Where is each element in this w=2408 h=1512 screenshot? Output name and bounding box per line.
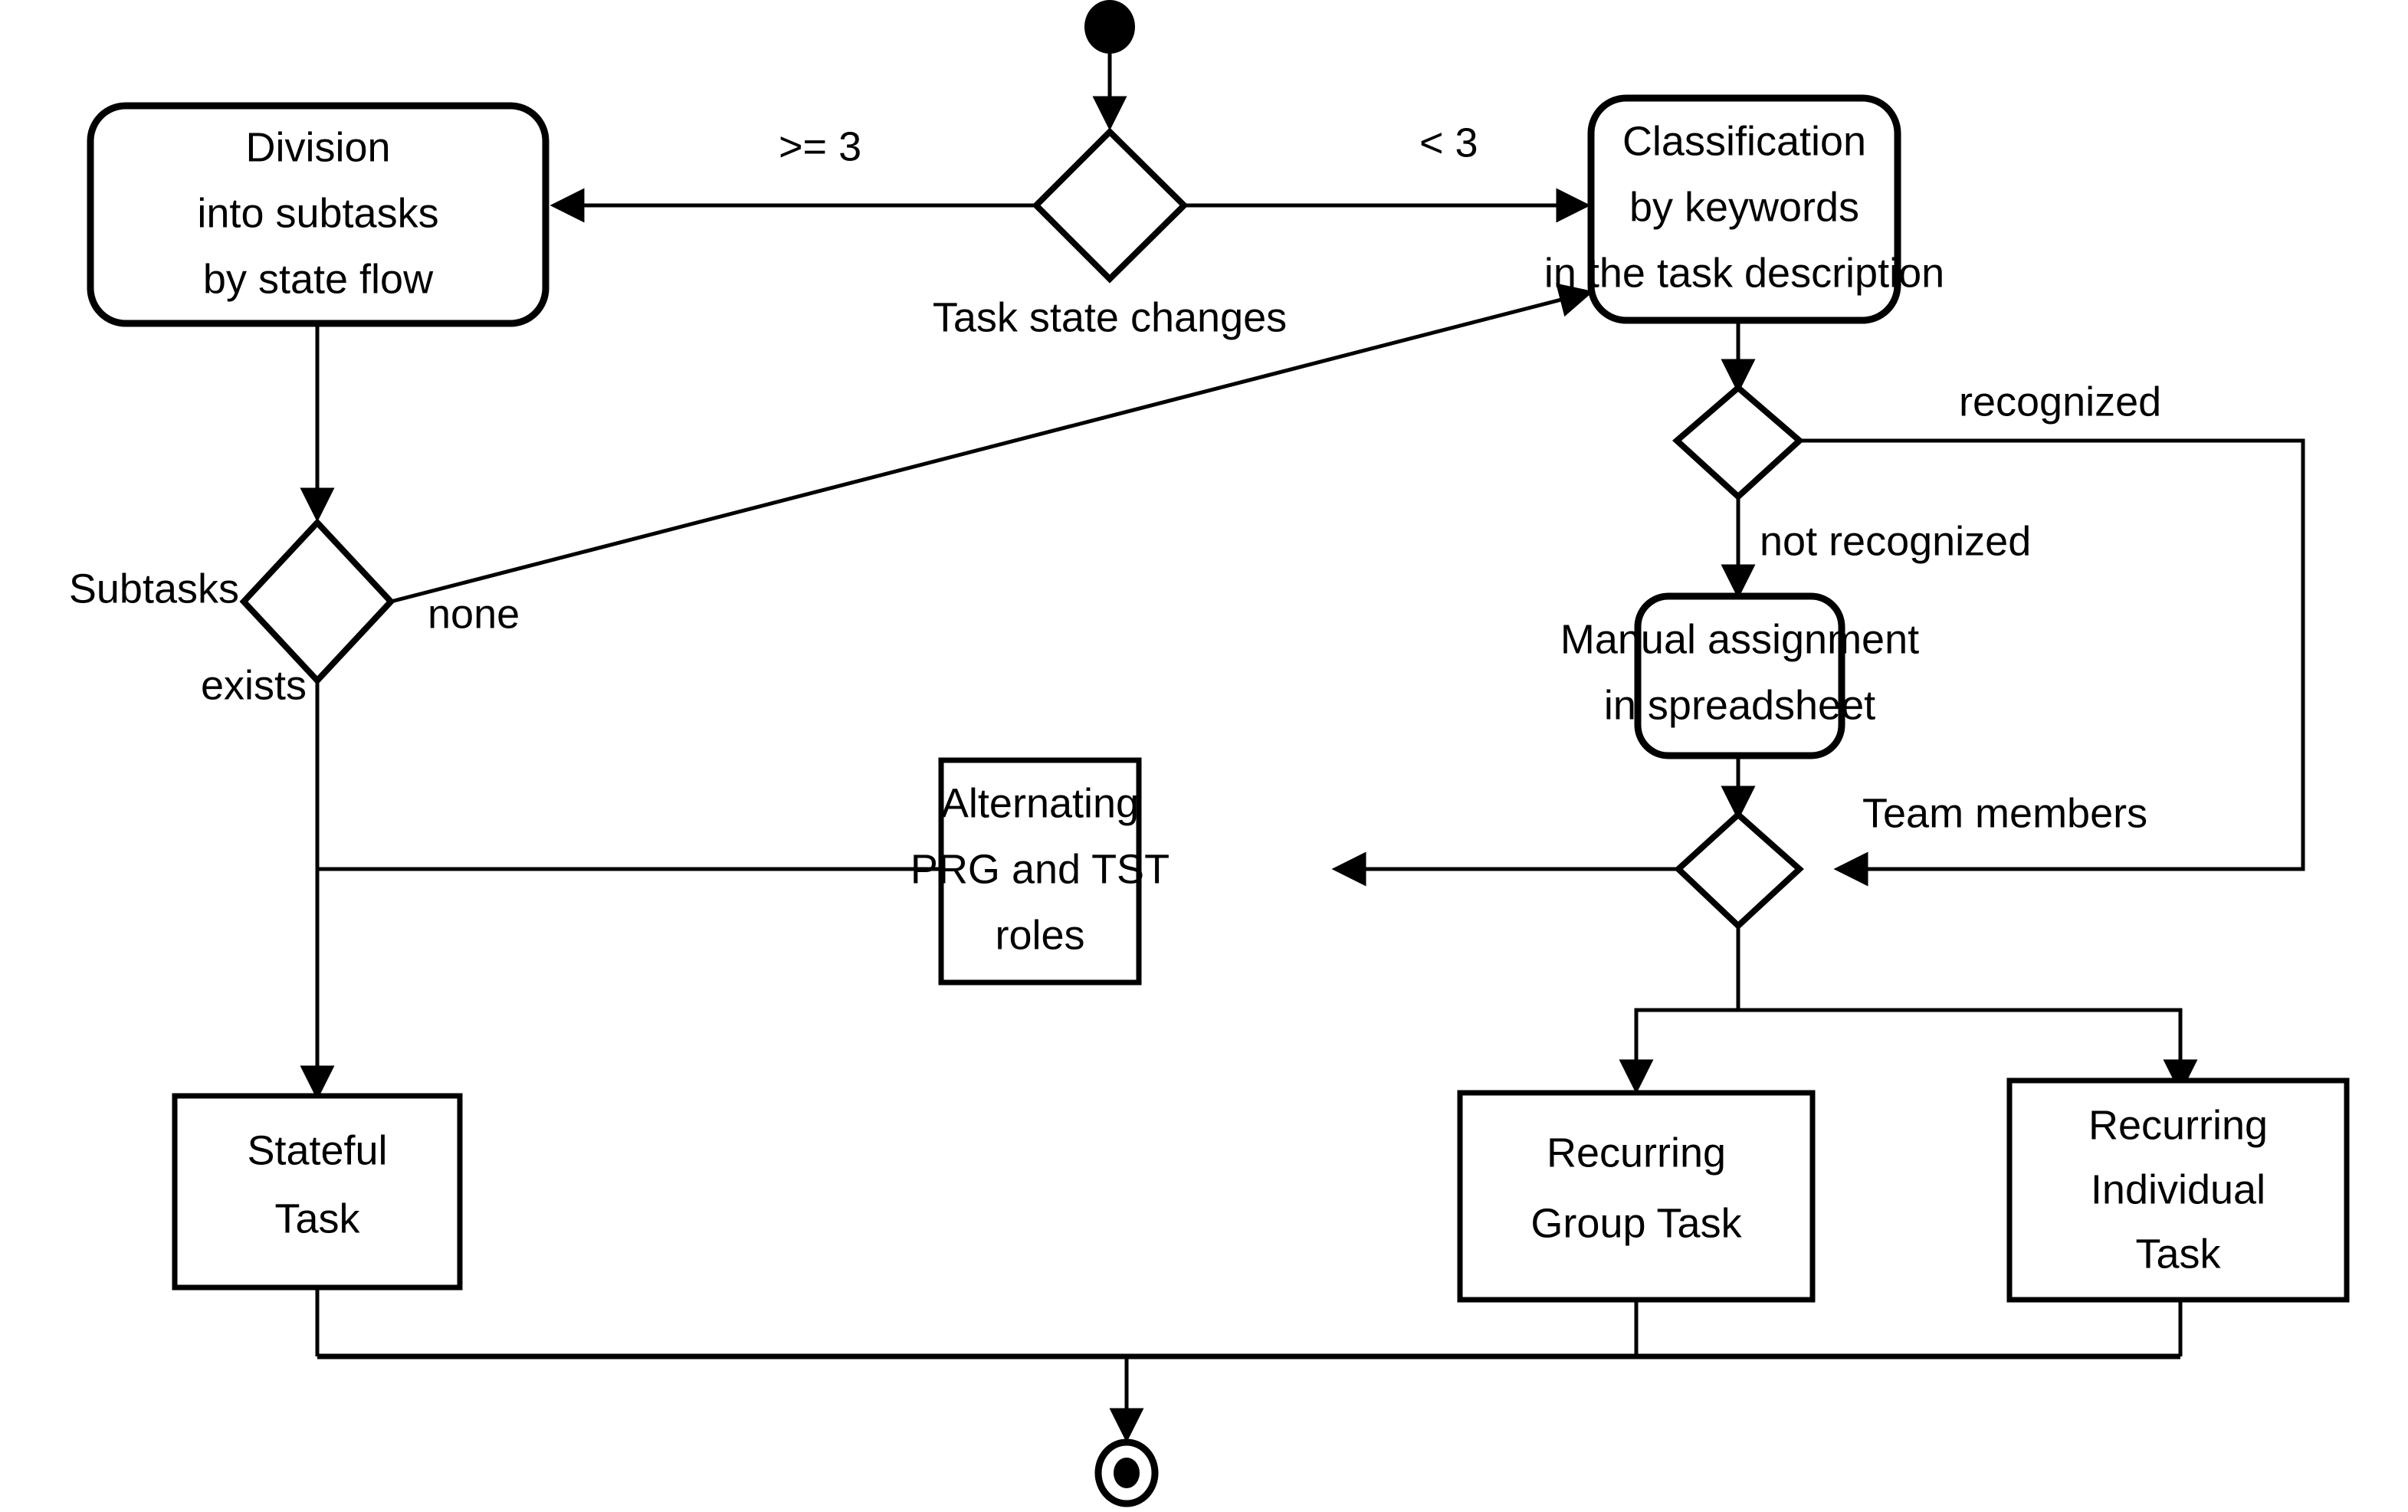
edge-none-to-classification [390,283,1594,604]
object-recurring-group-task[interactable] [1457,1090,1816,1303]
final-node-dot [1114,1458,1140,1488]
action-classification-line-2: by keywords [1629,184,1859,230]
decision-team-members[interactable] [1674,810,1804,930]
object-recurring-individual-task-line-1: Recurring [2088,1102,2268,1148]
action-division-line-3: by state flow [203,256,434,302]
edge-recognized-loop-to-team-decision [1799,438,2305,887]
edge-label-task-state-changes: Task state changes [933,294,1287,340]
edge-label-not-recognized: not recognized [1760,518,2031,564]
edge-label-none: none [428,591,520,637]
object-alternating-roles-line-1: Alternating [941,780,1139,826]
object-recurring-individual-task-line-3: Task [2135,1231,2221,1277]
decision-recognition[interactable] [1671,383,1805,501]
initial-node[interactable] [1084,0,1135,54]
action-division[interactable] [87,102,550,327]
edge-label-lt-three: < 3 [1419,120,1478,166]
edge-label-exists: exists [201,662,307,708]
action-division-line-1: Division [245,124,390,170]
decision-subtasks[interactable] [239,518,395,685]
object-recurring-individual-task[interactable] [2006,1077,2350,1303]
object-recurring-group-task-line-1: Recurring [1547,1130,1726,1176]
action-classification-line-3: in the task description [1544,250,1944,296]
edge-label-ge-three: >= 3 [779,123,861,169]
action-classification[interactable] [1587,94,1901,324]
edge-fork-to-recurring-group-task [1619,926,1740,1094]
object-stateful-task[interactable] [172,1093,463,1291]
object-alternating-roles-line-3: roles [995,912,1084,958]
object-stateful-task-line-2: Task [274,1195,360,1241]
edge-label-recognized: recognized [1959,379,2161,425]
edge-fork-to-recurring-individual-task [1738,1008,2198,1094]
object-alternating-roles[interactable] [938,757,1142,986]
object-alternating-roles-line-2: PRG and TST [910,846,1170,892]
action-manual-assignment-line-2: in spreadsheet [1604,682,1875,728]
action-manual-assignment-line-1: Manual assignment [1560,616,1919,662]
object-recurring-individual-task-line-2: Individual [2091,1166,2265,1212]
object-recurring-group-task-line-2: Group Task [1530,1200,1742,1246]
decision-task-state-changes[interactable] [1032,127,1189,284]
action-manual-assignment[interactable] [1634,592,1845,759]
action-classification-line-1: Classification [1622,118,1866,164]
edge-label-subtasks: Subtasks [69,566,239,612]
action-division-line-2: into subtasks [197,190,438,236]
object-stateful-task-line-1: Stateful [247,1127,387,1173]
edge-label-team-members: Team members [1862,790,2147,836]
